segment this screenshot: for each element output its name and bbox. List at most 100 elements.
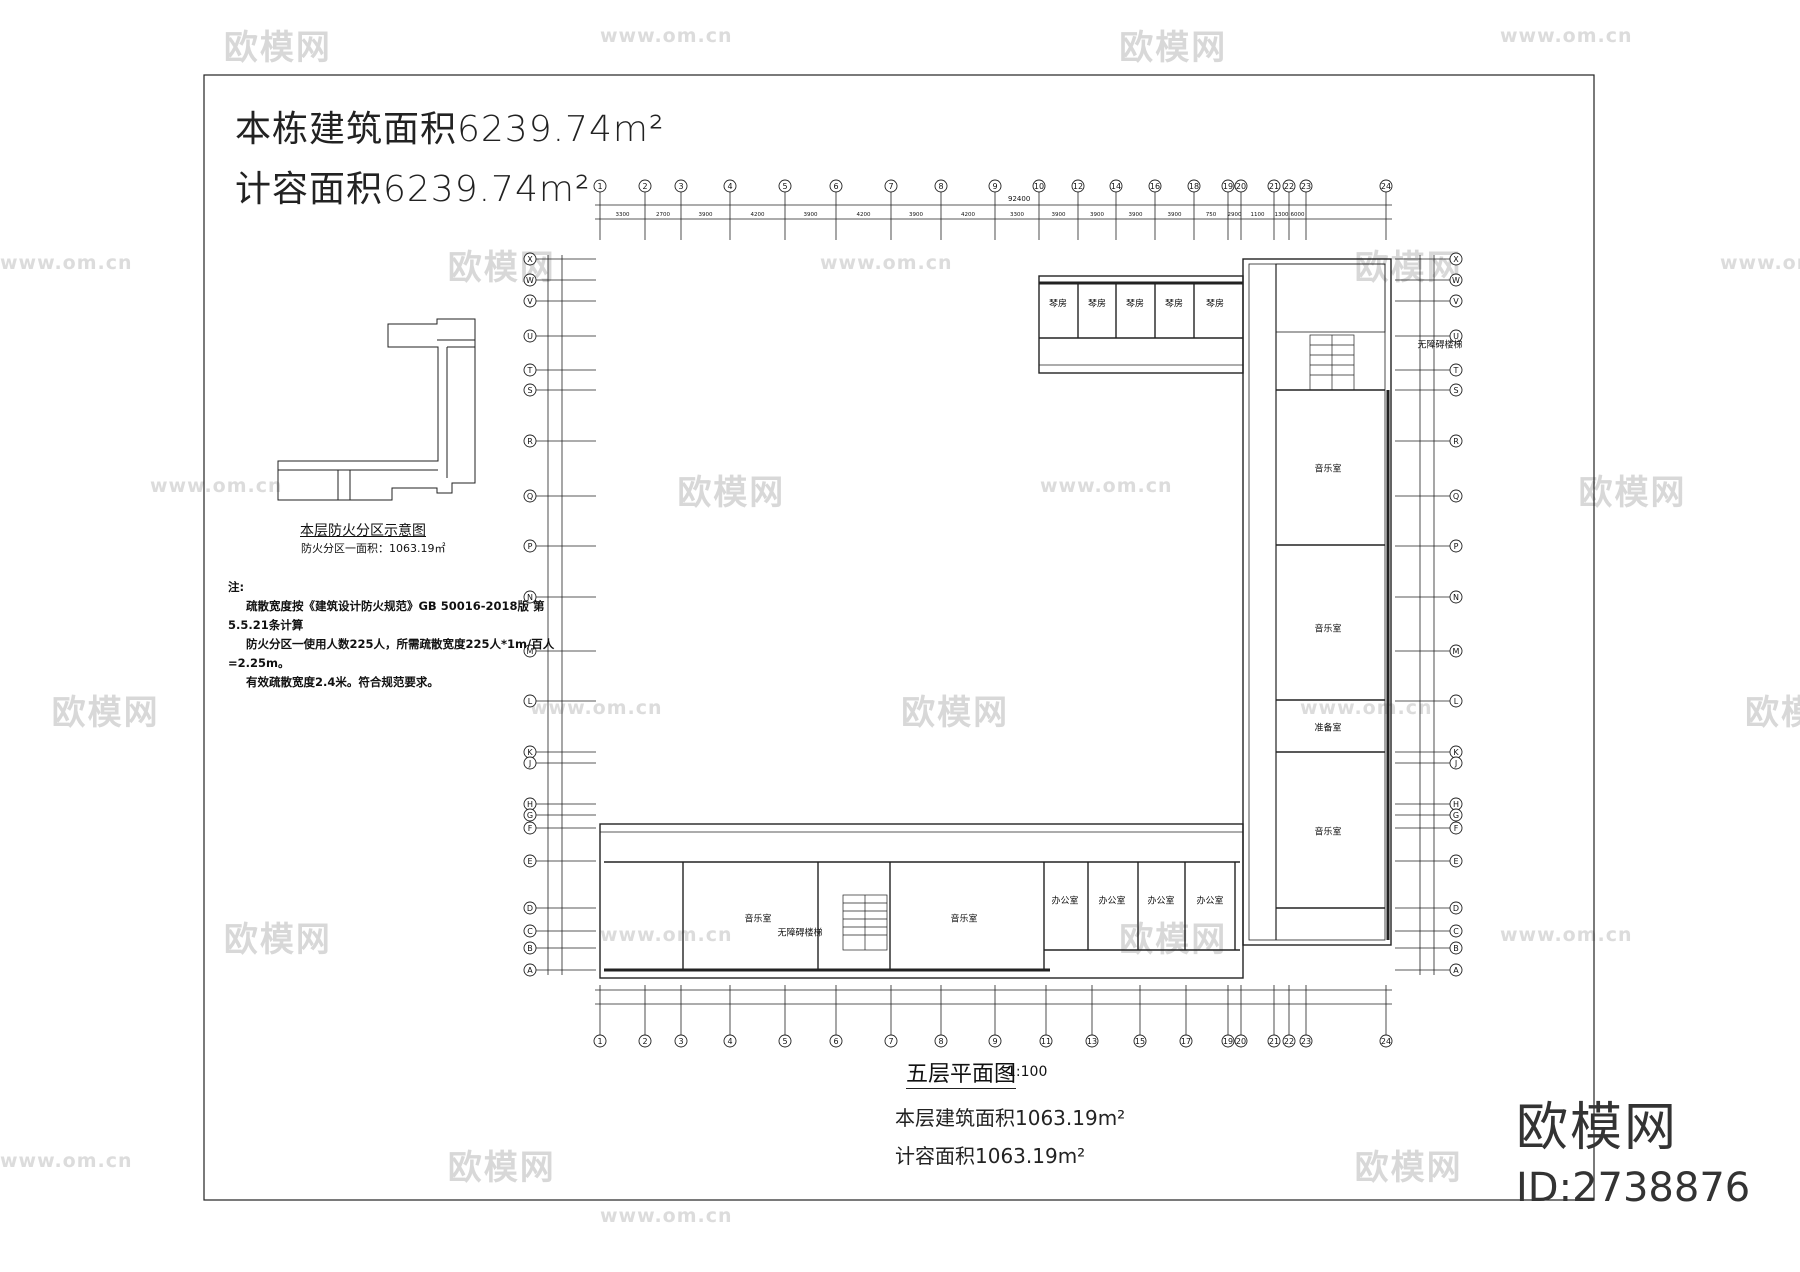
axis-bubble-left: S bbox=[523, 383, 537, 397]
axis-bubble-left: V bbox=[523, 294, 537, 308]
svg-text:D: D bbox=[1453, 904, 1459, 913]
floor-far-area-label: 计容面积1063.19m² bbox=[895, 1144, 1086, 1168]
room-label-piano: 琴房 bbox=[1205, 299, 1225, 310]
svg-text:20: 20 bbox=[1236, 1037, 1246, 1046]
room-label-right-wing: 准备室 bbox=[1314, 723, 1342, 734]
watermark-logo: 欧模网 bbox=[447, 1148, 556, 1188]
total-dimension: 92400 bbox=[1008, 195, 1031, 203]
dimension-label: 2700 bbox=[656, 212, 670, 218]
axis-bubble-bottom: 22 bbox=[1282, 1034, 1296, 1048]
axis-bubble-right: S bbox=[1449, 383, 1463, 397]
dimension-label: 3900 bbox=[1129, 212, 1143, 218]
axis-bubble-bottom: 8 bbox=[934, 1034, 948, 1048]
svg-text:F: F bbox=[528, 824, 533, 833]
svg-text:X: X bbox=[1453, 255, 1459, 264]
svg-text:9: 9 bbox=[992, 182, 997, 191]
svg-text:16: 16 bbox=[1150, 182, 1160, 191]
svg-text:Q: Q bbox=[527, 492, 533, 501]
axis-bubble-right: N bbox=[1449, 590, 1463, 604]
axis-bubble-top: 7 bbox=[884, 179, 898, 193]
key-plan-area: 防火分区一面积：1063.19㎡ bbox=[301, 542, 446, 555]
svg-text:P: P bbox=[1454, 542, 1459, 551]
svg-text:K: K bbox=[527, 748, 533, 757]
axis-bubble-left: H bbox=[523, 797, 537, 811]
axis-bubble-top: 6 bbox=[829, 179, 843, 193]
dimension-label: 3900 bbox=[804, 212, 818, 218]
axis-bubble-right: D bbox=[1449, 901, 1463, 915]
svg-text:F: F bbox=[1454, 824, 1459, 833]
fire-zone-key-plan bbox=[277, 318, 476, 501]
axis-bubble-right: B bbox=[1449, 941, 1463, 955]
watermark-url: www.om.cn bbox=[600, 25, 733, 47]
svg-text:3: 3 bbox=[678, 182, 683, 191]
svg-text:B: B bbox=[527, 944, 533, 953]
axis-bubble-left: B bbox=[523, 941, 537, 955]
svg-text:U: U bbox=[527, 332, 533, 341]
svg-text:6: 6 bbox=[833, 1037, 838, 1046]
room-label-office: 办公室 bbox=[1147, 896, 1175, 907]
watermark-logo: 欧模网 bbox=[223, 28, 332, 68]
svg-text:21: 21 bbox=[1269, 1037, 1279, 1046]
svg-text:V: V bbox=[527, 297, 533, 306]
dimension-label: 3300 bbox=[1010, 212, 1024, 218]
dimension-label: 1300 bbox=[1275, 212, 1289, 218]
watermark-logo: 欧模网 bbox=[1578, 473, 1687, 513]
axis-bubble-top: 19 bbox=[1221, 179, 1235, 193]
axis-bubble-top: 20 bbox=[1234, 179, 1248, 193]
watermark-url: www.om.cn bbox=[0, 1150, 133, 1172]
axis-bubble-top: 1 bbox=[593, 179, 607, 193]
svg-text:R: R bbox=[1453, 437, 1459, 446]
svg-text:C: C bbox=[1453, 927, 1459, 936]
svg-text:2: 2 bbox=[642, 182, 647, 191]
svg-text:18: 18 bbox=[1189, 182, 1199, 191]
axis-bubble-left: A bbox=[523, 963, 537, 977]
axis-bubble-left: X bbox=[523, 252, 537, 266]
axis-bubble-top: 22 bbox=[1282, 179, 1296, 193]
svg-text:W: W bbox=[1452, 276, 1460, 285]
axis-bubble-left: K bbox=[523, 745, 537, 759]
axis-bubble-bottom: 24 bbox=[1379, 1034, 1393, 1048]
axis-bubble-top: 16 bbox=[1148, 179, 1162, 193]
axis-bubble-left: J bbox=[523, 756, 537, 770]
room-label-office: 办公室 bbox=[1051, 896, 1079, 907]
axis-bubble-right: V bbox=[1449, 294, 1463, 308]
room-label-music: 音乐室 bbox=[744, 914, 772, 925]
svg-text:14: 14 bbox=[1111, 182, 1121, 191]
plan-title: 五层平面图 bbox=[906, 1056, 1017, 1089]
axis-bubble-left: D bbox=[523, 901, 537, 915]
axis-bubble-bottom: 13 bbox=[1085, 1034, 1099, 1048]
svg-text:9: 9 bbox=[992, 1037, 997, 1046]
watermark-logo: 欧模网 bbox=[1119, 920, 1228, 960]
watermark-url: www.om.cn bbox=[1300, 697, 1433, 719]
dimension-label: 3900 bbox=[1168, 212, 1182, 218]
watermark-logo: 欧模网 bbox=[901, 693, 1010, 733]
axis-bubble-top: 24 bbox=[1379, 179, 1393, 193]
svg-text:H: H bbox=[1453, 800, 1459, 809]
axis-bubble-left: E bbox=[523, 854, 537, 868]
svg-text:V: V bbox=[1453, 297, 1459, 306]
svg-text:A: A bbox=[1453, 966, 1459, 975]
watermark-url: www.om.cn bbox=[600, 924, 733, 946]
axis-bubble-right: T bbox=[1449, 363, 1463, 377]
axis-bubble-top: 14 bbox=[1109, 179, 1123, 193]
brand-logo: 欧模网 bbox=[1516, 1098, 1679, 1158]
axis-bubble-bottom: 7 bbox=[884, 1034, 898, 1048]
dimension-label: 3900 bbox=[1052, 212, 1066, 218]
svg-text:20: 20 bbox=[1236, 182, 1246, 191]
svg-text:22: 22 bbox=[1284, 182, 1294, 191]
svg-text:C: C bbox=[527, 927, 533, 936]
axis-bubble-right: X bbox=[1449, 252, 1463, 266]
dimension-label: 2900 bbox=[1228, 212, 1242, 218]
axis-bubble-bottom: 4 bbox=[723, 1034, 737, 1048]
svg-text:W: W bbox=[526, 276, 534, 285]
axis-bubble-bottom: 20 bbox=[1234, 1034, 1248, 1048]
axis-bubble-bottom: 1 bbox=[593, 1034, 607, 1048]
svg-text:Q: Q bbox=[1453, 492, 1459, 501]
note-line: =2.25m。 bbox=[228, 656, 290, 670]
axis-bubble-top: 21 bbox=[1267, 179, 1281, 193]
axis-bubble-left: T bbox=[523, 363, 537, 377]
axis-bubble-left: W bbox=[523, 273, 537, 287]
svg-text:K: K bbox=[1453, 748, 1459, 757]
watermark-url: www.om.cn bbox=[1500, 924, 1633, 946]
